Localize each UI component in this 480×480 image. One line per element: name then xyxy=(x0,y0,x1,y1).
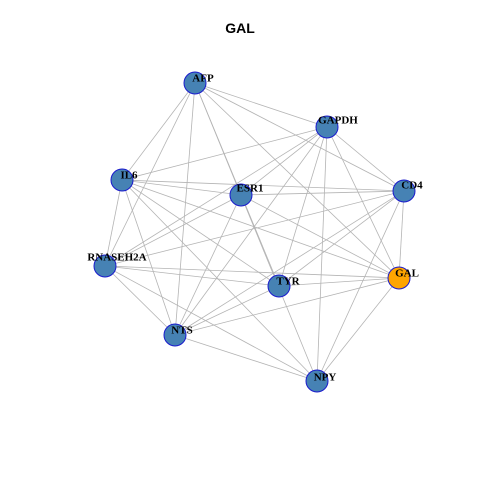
node-gapdh[interactable] xyxy=(315,115,339,139)
edge-cd4-npy xyxy=(316,190,405,382)
node-il6[interactable] xyxy=(110,168,134,192)
node-tyr[interactable] xyxy=(267,274,291,298)
edge-rnaseh2a-npy xyxy=(104,265,318,382)
edge-esr1-cd4 xyxy=(240,190,405,196)
edge-il6-tyr xyxy=(121,179,280,287)
edge-gapdh-npy xyxy=(316,126,328,382)
node-cd4[interactable] xyxy=(392,179,416,203)
edge-esr1-gal xyxy=(240,194,400,279)
node-label-npy: NPY xyxy=(314,372,337,384)
edge-il6-npy xyxy=(121,179,318,382)
node-label-tyr: TYR xyxy=(276,276,300,288)
node-afp[interactable] xyxy=(183,71,207,95)
edge-gapdh-rnaseh2a xyxy=(104,126,328,267)
edge-afp-rnaseh2a xyxy=(104,82,196,267)
node-label-gapdh: GAPDH xyxy=(318,115,358,127)
edge-cd4-tyr xyxy=(278,190,405,287)
edge-il6-gal xyxy=(121,179,400,279)
edge-il6-rnaseh2a xyxy=(104,179,123,267)
node-label-esr1: ESR1 xyxy=(237,183,264,195)
edge-il6-cd4 xyxy=(121,179,405,192)
edge-gapdh-tyr xyxy=(278,126,328,287)
diagram-title: GAL xyxy=(225,20,255,36)
edge-rnaseh2a-gal xyxy=(104,265,400,279)
edge-nts-npy xyxy=(174,334,318,382)
edge-cd4-gal xyxy=(398,190,405,279)
edge-gapdh-cd4 xyxy=(326,126,405,192)
edge-afp-npy xyxy=(194,82,318,382)
edges-layer xyxy=(104,82,405,382)
edge-tyr-nts xyxy=(174,285,280,336)
edge-gapdh-il6 xyxy=(121,126,328,181)
node-rnaseh2a[interactable] xyxy=(93,254,117,278)
edge-rnaseh2a-nts xyxy=(104,265,176,336)
edge-npy-gal xyxy=(316,277,400,382)
edge-nts-gal xyxy=(174,277,400,336)
node-label-cd4: CD4 xyxy=(401,180,423,192)
node-gal[interactable] xyxy=(387,266,411,290)
node-npy[interactable] xyxy=(305,369,329,393)
edge-afp-gapdh xyxy=(194,82,328,128)
node-esr1[interactable] xyxy=(229,183,253,207)
node-label-afp: AFP xyxy=(192,73,214,85)
node-nts[interactable] xyxy=(163,323,187,347)
edge-gapdh-gal xyxy=(326,126,400,279)
edge-afp-cd4 xyxy=(194,82,405,192)
nodes-layer xyxy=(93,71,416,393)
node-label-gal: GAL xyxy=(395,268,419,280)
node-label-il6: IL6 xyxy=(120,170,138,182)
edge-afp-il6 xyxy=(121,82,196,181)
edge-il6-nts xyxy=(121,179,176,336)
edge-tyr-gal xyxy=(278,277,400,287)
edge-esr1-rnaseh2a xyxy=(104,194,242,267)
edge-esr1-nts xyxy=(174,194,242,336)
edge-il6-esr1 xyxy=(121,179,242,196)
edge-cd4-nts xyxy=(174,190,405,336)
edge-cd4-rnaseh2a xyxy=(104,190,405,267)
edge-gapdh-nts xyxy=(174,126,328,336)
node-label-rnaseh2a: RNASEH2A xyxy=(87,252,146,264)
edge-gapdh-esr1 xyxy=(240,126,328,196)
edge-afp-gal xyxy=(194,82,400,279)
edge-afp-nts xyxy=(174,82,196,336)
edge-rnaseh2a-tyr xyxy=(104,265,280,287)
node-label-nts: NTS xyxy=(171,325,192,337)
